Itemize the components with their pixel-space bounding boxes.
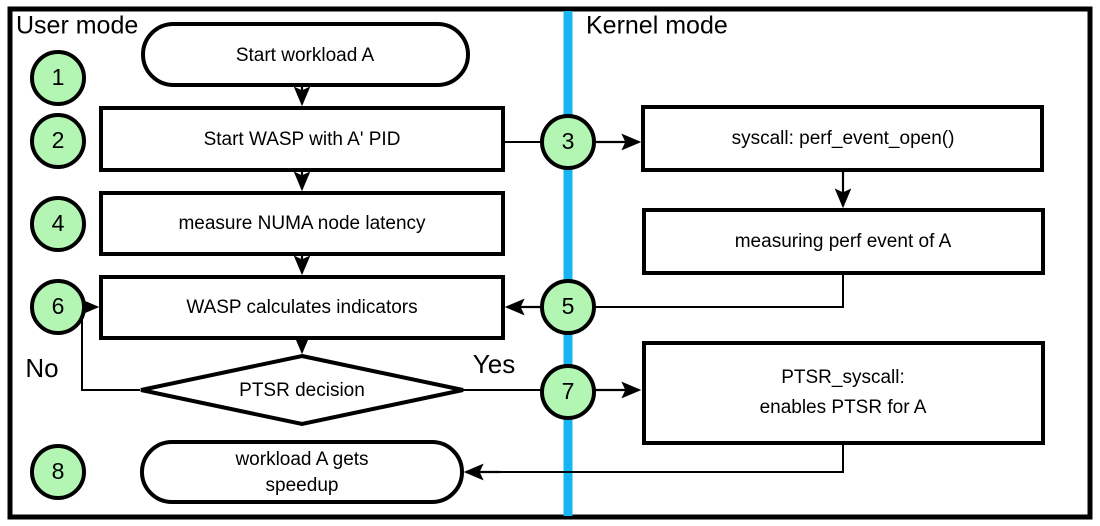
step-marker-8[interactable]: [30, 444, 86, 500]
connector-ptsr-decision-no-loop: [81, 307, 140, 391]
step-marker-7[interactable]: [540, 364, 596, 420]
node-start-workload[interactable]: [141, 22, 470, 87]
step-marker-3[interactable]: [540, 114, 596, 170]
lane-label-kernel-mode: Kernel mode: [586, 12, 728, 40]
step-marker-8-number: 8: [52, 458, 65, 484]
node-measure-numa-label: measure NUMA node latency: [178, 213, 426, 234]
step-marker-4-number: 4: [52, 210, 65, 236]
step-marker-3-number: 3: [562, 128, 575, 154]
diagram-outer-frame: [7, 6, 1093, 520]
step-marker-5-number: 5: [562, 293, 575, 319]
node-measure-numa[interactable]: [99, 191, 505, 256]
step-marker-1[interactable]: [30, 50, 86, 106]
step-marker-2[interactable]: [30, 113, 86, 169]
node-ptsr-syscall[interactable]: [642, 341, 1045, 445]
node-start-wasp[interactable]: [99, 106, 505, 172]
node-ptsr-decision-label: PTSR decision: [239, 380, 365, 401]
node-workload-speedup[interactable]: [140, 440, 464, 504]
branch-label-no: No: [25, 353, 58, 383]
node-measuring-perf[interactable]: [642, 208, 1045, 275]
step-marker-6-number: 6: [52, 293, 65, 319]
node-perf-event-open[interactable]: [641, 105, 1044, 172]
node-perf-event-open-label: syscall: perf_event_open(): [732, 128, 955, 149]
step-marker-4[interactable]: [30, 196, 86, 252]
lane-label-user-mode: User mode: [16, 12, 138, 40]
connector-measuring-perf-to-step5: [593, 273, 844, 308]
node-measuring-perf-label: measuring perf event of A: [735, 231, 952, 252]
connector-ptsr-syscall-to-workload-speedup: [471, 443, 844, 473]
node-ptsr-syscall-label-line2: enables PTSR for A: [760, 397, 927, 418]
step-marker-2-number: 2: [52, 127, 65, 153]
step-marker-7-number: 7: [562, 378, 575, 404]
node-start-workload-label: Start workload A: [236, 45, 375, 66]
node-ptsr-decision[interactable]: [140, 353, 464, 427]
node-ptsr-syscall-label-line1: PTSR_syscall:: [781, 367, 905, 388]
node-wasp-indicators[interactable]: [99, 275, 505, 340]
node-workload-speedup-label-line1: workload A gets: [234, 449, 368, 470]
node-wasp-indicators-label: WASP calculates indicators: [186, 297, 417, 318]
step-marker-6[interactable]: [30, 279, 86, 335]
branch-label-yes: Yes: [473, 349, 515, 379]
step-marker-5[interactable]: [540, 279, 596, 335]
node-workload-speedup-label-line2: speedup: [266, 475, 339, 496]
node-start-wasp-label: Start WASP with A' PID: [204, 129, 401, 150]
step-marker-1-number: 1: [52, 64, 65, 90]
